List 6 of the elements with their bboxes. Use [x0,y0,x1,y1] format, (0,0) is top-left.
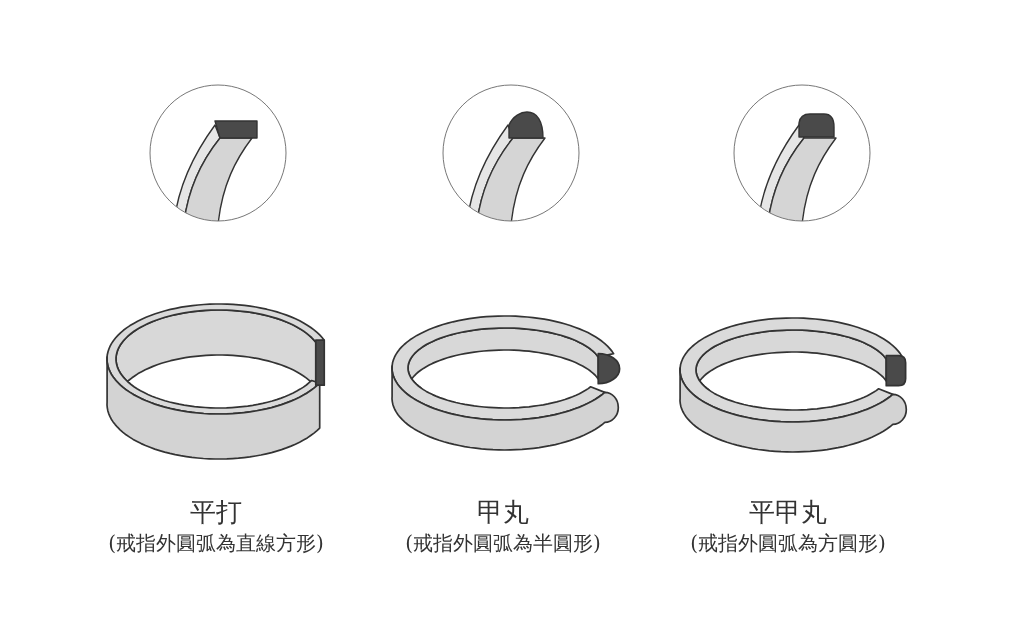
profile-name: 平甲丸 [749,497,827,529]
profile-description: (戒指外圓弧為半圓形) [405,531,601,555]
profile-description: (戒指外圓弧為方圓形) [690,531,886,555]
profile-description: (戒指外圓弧為直線方形) [108,531,324,555]
profile-name: 平打 [190,497,242,529]
profile-name: 甲丸 [477,497,529,529]
